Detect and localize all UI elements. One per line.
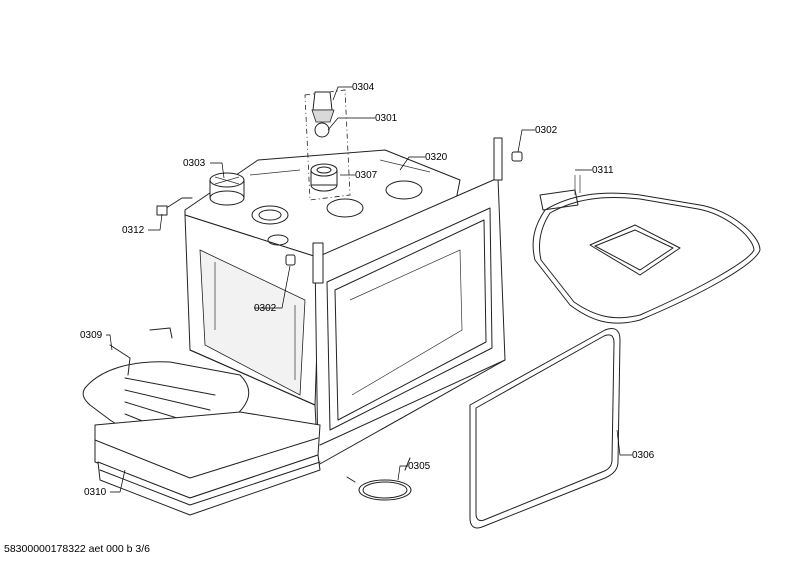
callout-0309: 0309 (80, 330, 103, 341)
callout-0320: 0320 (425, 152, 448, 163)
clip-top (511, 151, 523, 162)
fan-cover (209, 172, 245, 206)
callout-0301: 0301 (375, 113, 398, 124)
document-reference-footer: 58300000178322 aet 000 b 3/6 (4, 543, 150, 555)
top-grill-heating-element (532, 175, 761, 324)
callout-0306: 0306 (632, 450, 655, 461)
callout-0312: 0312 (122, 225, 145, 236)
door-seal-gasket (469, 327, 621, 529)
callout-0302-top: 0302 (535, 125, 558, 136)
callout-0303: 0303 (183, 158, 206, 169)
insulation-mat (94, 411, 321, 516)
callout-0310: 0310 (84, 487, 107, 498)
callout-labels: 0304 0301 0302 0303 0320 0307 0311 0312 … (80, 82, 655, 498)
callout-0305: 0305 (408, 461, 431, 472)
cable-harness (346, 457, 412, 501)
callout-0302-middle: 0302 (254, 303, 277, 314)
clip-middle (285, 254, 296, 266)
callout-0307: 0307 (355, 170, 378, 181)
oven-lamp-assembly (304, 89, 351, 201)
callout-leader-lines (106, 86, 632, 493)
callout-0304: 0304 (352, 82, 375, 93)
lamp-socket (310, 163, 338, 192)
callout-0311: 0311 (592, 165, 614, 176)
